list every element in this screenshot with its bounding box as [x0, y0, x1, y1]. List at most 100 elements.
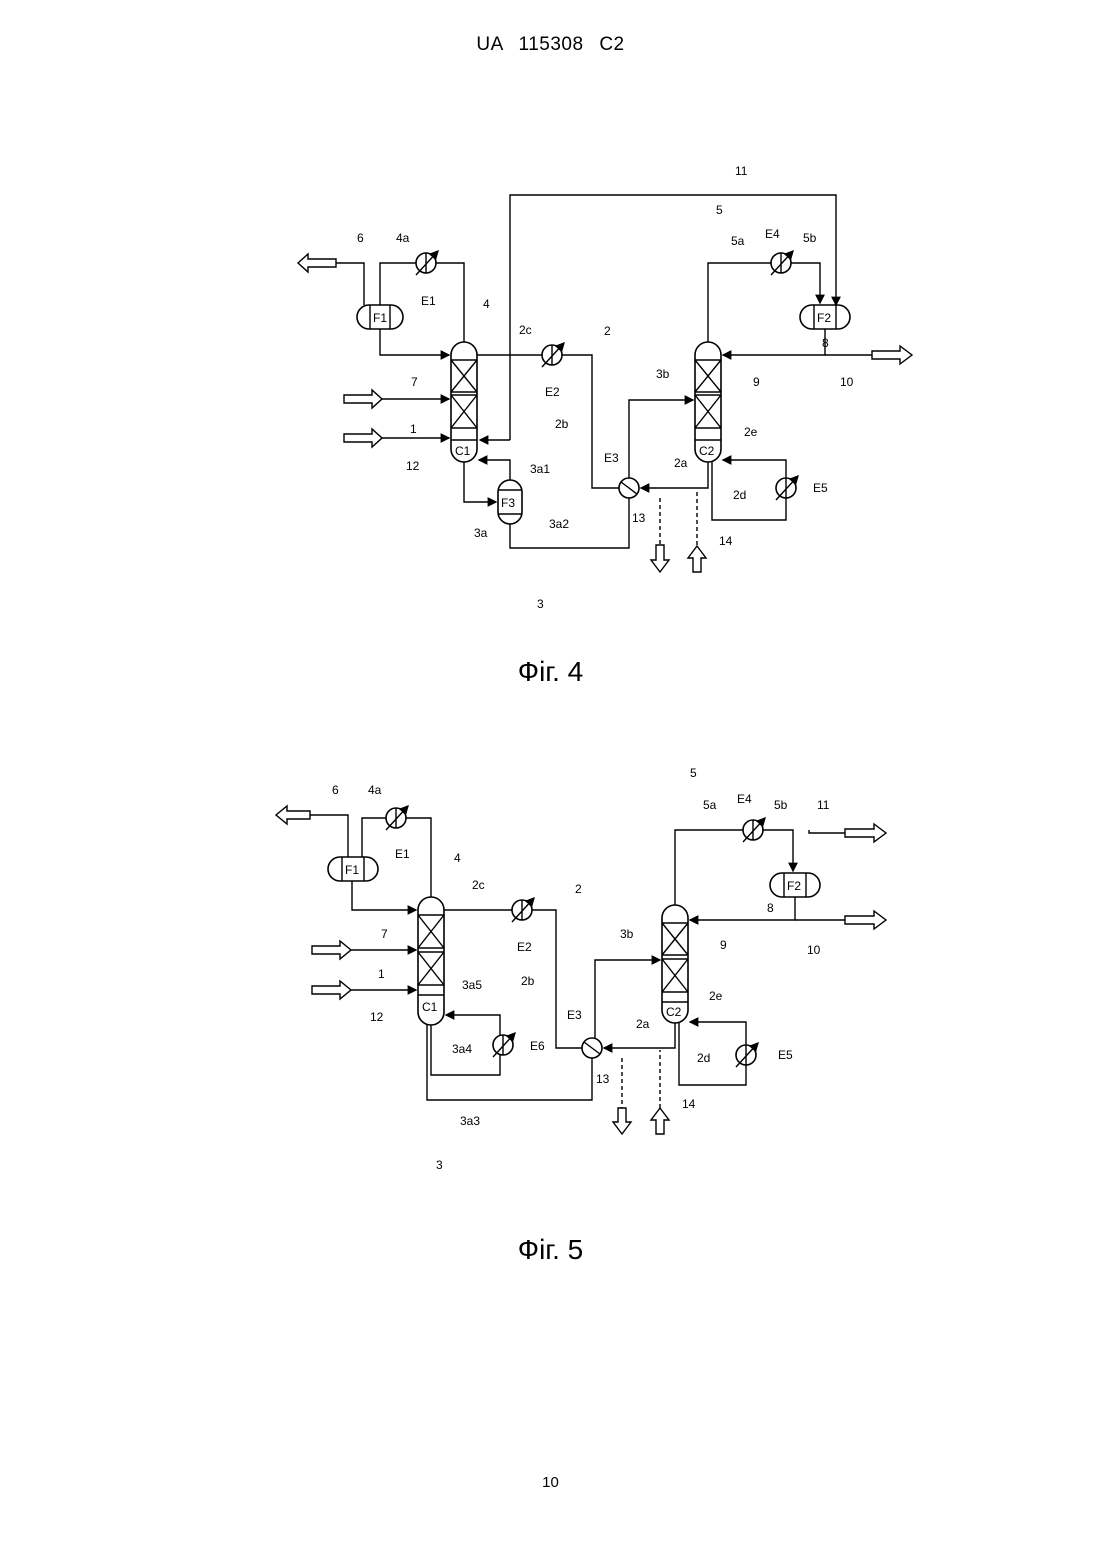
- label-e4: E4: [765, 227, 780, 241]
- label-5b: 5b: [803, 231, 817, 245]
- label-2c: 2c: [519, 323, 532, 337]
- label-e3: E3: [567, 1008, 582, 1022]
- label-e3: E3: [604, 451, 619, 465]
- drum-f2: F2: [800, 305, 850, 329]
- label-f1: F1: [373, 311, 387, 325]
- label-e4: E4: [737, 792, 752, 806]
- label-e2: E2: [545, 385, 560, 399]
- label-5: 5: [690, 766, 697, 780]
- label-9: 9: [753, 375, 760, 389]
- label-2c: 2c: [472, 878, 485, 892]
- heat-exchanger-e4: [771, 251, 793, 275]
- label-2a: 2a: [674, 456, 688, 470]
- label-4a: 4a: [396, 231, 410, 245]
- heat-exchanger-e3: [582, 1038, 602, 1058]
- label-11: 11: [735, 164, 748, 178]
- label-3a3: 3a3: [460, 1114, 480, 1128]
- label-3a5: 3a5: [462, 978, 482, 992]
- figure-5-diagram: C1 C2 F1 F2: [0, 750, 1101, 1220]
- figure-5-caption: Фіг. 5: [0, 1234, 1101, 1266]
- label-3: 3: [436, 1158, 443, 1172]
- label-6: 6: [332, 783, 339, 797]
- label-2a: 2a: [636, 1017, 650, 1031]
- heat-exchanger-e5: [736, 1043, 758, 1067]
- label-5b: 5b: [774, 798, 788, 812]
- label-e2: E2: [517, 940, 532, 954]
- label-3b: 3b: [656, 367, 670, 381]
- column-c1: C1: [451, 342, 477, 462]
- label-2: 2: [575, 882, 582, 896]
- label-10: 10: [840, 375, 854, 389]
- label-f1: F1: [345, 863, 359, 877]
- drum-f2: F2: [770, 873, 820, 897]
- label-f2: F2: [817, 311, 831, 325]
- label-13: 13: [632, 511, 646, 525]
- drum-f3: F3: [498, 480, 522, 524]
- label-e1: E1: [395, 847, 410, 861]
- label-3b: 3b: [620, 927, 634, 941]
- label-4: 4: [483, 297, 490, 311]
- label-e5: E5: [778, 1048, 793, 1062]
- label-8: 8: [822, 336, 829, 350]
- label-f2: F2: [787, 879, 801, 893]
- label-4: 4: [454, 851, 461, 865]
- label-4a: 4a: [368, 783, 382, 797]
- column-c1: C1: [418, 897, 444, 1025]
- figure-4-diagram: C1 C2 F1 F2 F3: [0, 0, 1101, 640]
- label-14: 14: [682, 1097, 696, 1111]
- label-3a: 3a: [474, 526, 488, 540]
- label-14: 14: [719, 534, 733, 548]
- label-c2: C2: [666, 1005, 682, 1019]
- label-c1: C1: [422, 1000, 438, 1014]
- heat-exchanger-e3: [619, 478, 639, 498]
- label-3a2: 3a2: [549, 517, 569, 531]
- label-9: 9: [720, 938, 727, 952]
- label-7: 7: [381, 927, 388, 941]
- label-f3: F3: [501, 496, 515, 510]
- column-c2: C2: [695, 342, 721, 462]
- label-2b: 2b: [555, 417, 569, 431]
- heat-exchanger-e5: [776, 476, 798, 500]
- label-10: 10: [807, 943, 821, 957]
- page-number: 10: [0, 1474, 1101, 1491]
- heat-exchanger-e6: [493, 1033, 515, 1057]
- label-6: 6: [357, 231, 364, 245]
- heat-exchanger-e2: [542, 343, 564, 367]
- label-3a4: 3a4: [452, 1042, 472, 1056]
- label-1: 1: [410, 422, 417, 436]
- figure-4-caption: Фіг. 4: [0, 656, 1101, 688]
- label-e1: E1: [421, 294, 436, 308]
- heat-exchanger-e4: [743, 818, 765, 842]
- heat-exchanger-e2: [512, 898, 534, 922]
- stream-labels: 11 5 5a E4 5b 6 4a E1 4 2c E2 2 8 9 10 7…: [357, 164, 854, 611]
- drum-f1: F1: [328, 857, 378, 881]
- label-5: 5: [716, 203, 723, 217]
- label-2d: 2d: [697, 1051, 710, 1065]
- label-c1: C1: [455, 444, 471, 458]
- heat-exchanger-e1: [386, 806, 408, 830]
- label-2: 2: [604, 324, 611, 338]
- column-c2: C2: [662, 905, 688, 1023]
- heat-exchanger-e1: [416, 251, 438, 275]
- label-12: 12: [370, 1010, 384, 1024]
- label-e6: E6: [530, 1039, 545, 1053]
- label-2e: 2e: [709, 989, 723, 1003]
- label-5a: 5a: [703, 798, 717, 812]
- label-2b: 2b: [521, 974, 535, 988]
- label-12: 12: [406, 459, 420, 473]
- label-2d: 2d: [733, 488, 746, 502]
- label-c2: C2: [699, 444, 715, 458]
- label-13: 13: [596, 1072, 610, 1086]
- label-8: 8: [767, 901, 774, 915]
- label-7: 7: [411, 375, 418, 389]
- label-1: 1: [378, 967, 385, 981]
- label-11: 11: [817, 798, 830, 812]
- drum-f1: F1: [357, 305, 403, 329]
- label-3: 3: [537, 597, 544, 611]
- label-3a1: 3a1: [530, 462, 550, 476]
- label-e5: E5: [813, 481, 828, 495]
- stream-arrows: [276, 806, 886, 1134]
- piping-lines: [310, 815, 845, 1108]
- label-2e: 2e: [744, 425, 758, 439]
- label-5a: 5a: [731, 234, 745, 248]
